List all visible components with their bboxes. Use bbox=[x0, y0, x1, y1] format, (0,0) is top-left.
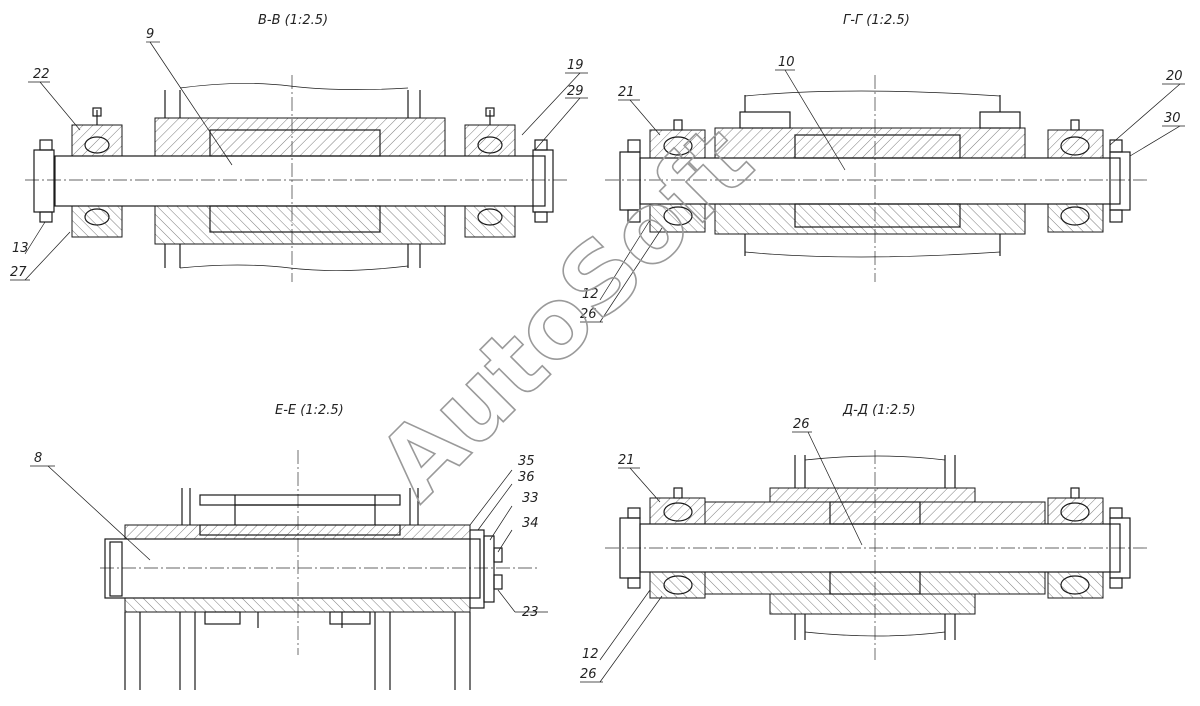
callout-ee-35: 35 bbox=[518, 454, 535, 469]
callout-vv-9: 9 bbox=[146, 27, 154, 42]
callout-dd-21: 21 bbox=[618, 453, 635, 468]
section-gg-title: Г-Г (1:2.5) bbox=[843, 13, 910, 28]
callout-ee-23: 23 bbox=[522, 605, 539, 620]
callout-vv-27: 27 bbox=[10, 265, 27, 280]
section-vv-title: В-В (1:2.5) bbox=[258, 13, 328, 28]
callout-gg-20: 20 bbox=[1166, 69, 1183, 84]
callout-vv-13: 13 bbox=[12, 241, 29, 256]
callout-gg-30: 30 bbox=[1164, 111, 1181, 126]
section-dd: Д-Д (1:2.5) bbox=[580, 403, 1150, 683]
callout-dd-26-bottom: 26 bbox=[580, 667, 597, 682]
callout-gg-26: 26 bbox=[580, 307, 597, 322]
watermark: AutoSoft bbox=[357, 105, 774, 522]
callout-ee-36: 36 bbox=[518, 470, 535, 485]
callout-dd-26-top: 26 bbox=[793, 417, 810, 432]
callout-vv-29: 29 bbox=[567, 84, 584, 99]
section-dd-title: Д-Д (1:2.5) bbox=[842, 403, 916, 418]
section-vv: В-В (1:2.5) bbox=[10, 13, 588, 282]
callout-ee-34: 34 bbox=[522, 516, 539, 531]
callout-vv-19: 19 bbox=[567, 58, 584, 73]
section-gg: Г-Г (1:2.5) bbox=[580, 13, 1185, 323]
callout-gg-21: 21 bbox=[618, 85, 635, 100]
callout-dd-12: 12 bbox=[582, 647, 599, 662]
section-ee: Е-Е (1:2.5) bbox=[30, 403, 548, 690]
callout-ee-8: 8 bbox=[34, 451, 42, 466]
callout-gg-12: 12 bbox=[582, 287, 599, 302]
callout-gg-10: 10 bbox=[778, 55, 795, 70]
section-ee-title: Е-Е (1:2.5) bbox=[275, 403, 344, 418]
callout-vv-22: 22 bbox=[33, 67, 50, 82]
callout-ee-33: 33 bbox=[522, 491, 539, 506]
